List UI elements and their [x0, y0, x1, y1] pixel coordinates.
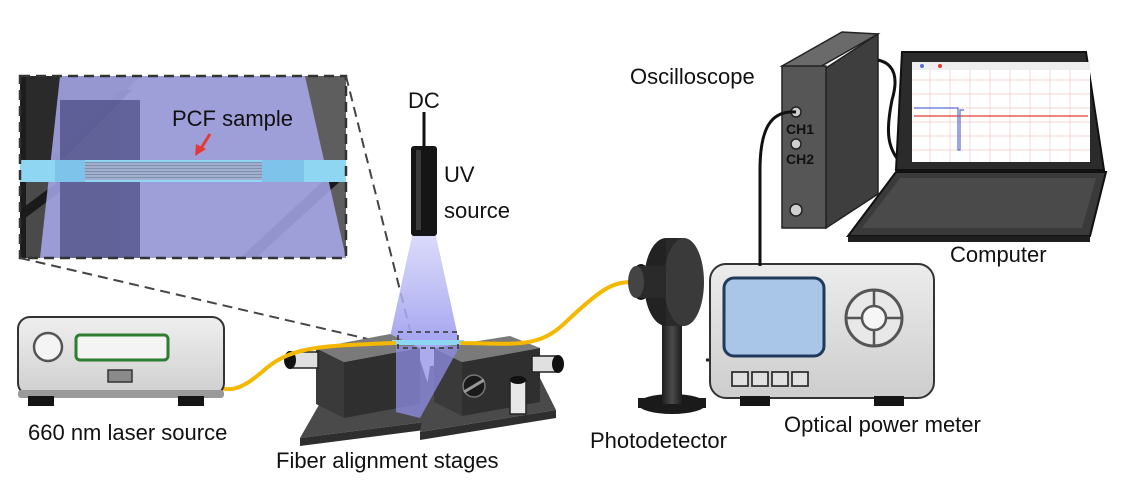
- laser-knob-icon: [32, 331, 64, 363]
- photodetector: [628, 238, 712, 414]
- ch2-connector-icon: [790, 138, 802, 150]
- meter-screen: [722, 276, 826, 358]
- zoom-lines: [19, 75, 411, 347]
- computer: [846, 51, 1108, 242]
- pcf-arrow-icon: [195, 133, 212, 156]
- pcf-structure: [85, 162, 262, 180]
- meter-buttons: [731, 371, 809, 387]
- oscilloscope: [779, 31, 881, 230]
- screen-trace-blue: [914, 107, 964, 151]
- ch2-label: CH2: [786, 151, 814, 167]
- uv-beam: [388, 236, 460, 346]
- alignment-stages-label: Fiber alignment stages: [276, 448, 499, 473]
- power-meter-label: Optical power meter: [784, 412, 981, 437]
- uv-source: [388, 112, 460, 346]
- photodetector-label: Photodetector: [590, 428, 727, 453]
- computer-screen: [912, 62, 1090, 162]
- laser-display: [74, 333, 170, 362]
- laser-source: [17, 316, 225, 406]
- oscilloscope-label: Oscilloscope: [630, 64, 755, 89]
- ch1-label: CH1: [786, 121, 814, 137]
- fiber-alignment-stages: [284, 331, 564, 446]
- pcf-sample-inset: PCF sample: [18, 74, 348, 260]
- meter-dial-icon: [844, 288, 904, 348]
- dc-label: DC: [408, 88, 440, 113]
- laser-source-label: 660 nm laser source: [28, 420, 227, 445]
- uv-source-label: source: [444, 198, 510, 223]
- uv-label: UV: [444, 162, 475, 187]
- signal-cables: [758, 58, 906, 266]
- pcf-sample-label: PCF sample: [172, 106, 293, 131]
- power-connector-icon: [789, 203, 803, 217]
- computer-label: Computer: [950, 242, 1047, 267]
- optical-power-meter: [709, 263, 935, 406]
- laser-output-port: [107, 369, 133, 383]
